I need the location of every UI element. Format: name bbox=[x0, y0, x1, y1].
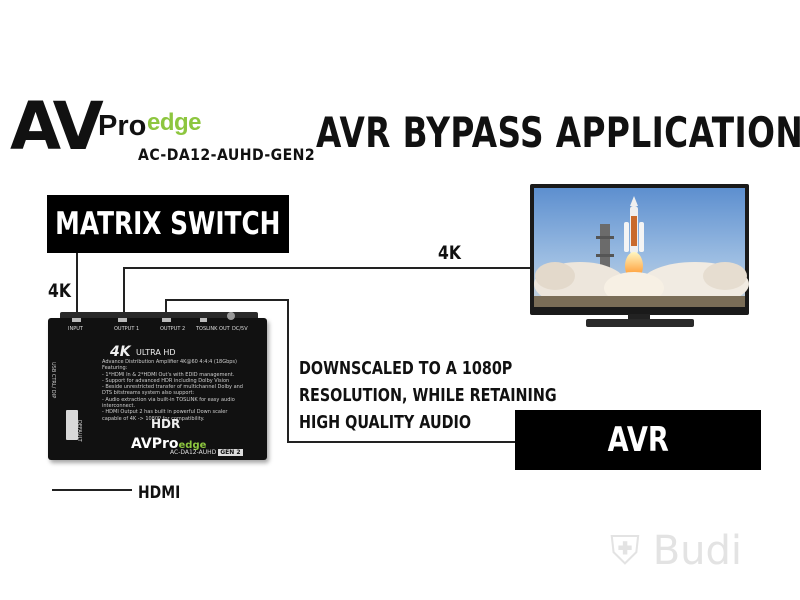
port-label-output2: OUTPUT 2 bbox=[160, 326, 186, 332]
dip-default-label: DEFAULT bbox=[76, 420, 82, 442]
watermark: ⛨ Budi bbox=[610, 528, 742, 574]
device-brand: AVProedge bbox=[131, 436, 206, 452]
input-4k-label: 4K bbox=[48, 280, 71, 302]
device-port-panel bbox=[60, 312, 258, 322]
device-model: AC-DA12-AUHD GEN 2 bbox=[170, 449, 243, 456]
feature-line: Advance Distribution Amplifier 4K@60 4:4… bbox=[102, 359, 237, 365]
feature-line: - HDMI Output 2 has built in powerful Do… bbox=[102, 409, 228, 416]
device-gen-badge: GEN 2 bbox=[218, 449, 243, 456]
description-line: RESOLUTION, WHILE RETAINING bbox=[299, 386, 557, 406]
tv-stand-base bbox=[586, 319, 694, 327]
port-label-toslink: TOSLINK OUT bbox=[196, 326, 230, 332]
device-hdr-badge: HDR bbox=[151, 417, 181, 431]
legend-hdmi-label: HDMI bbox=[138, 483, 181, 503]
device-brand-name: AVPro bbox=[131, 436, 179, 452]
device-4k-badge: 4K bbox=[110, 344, 131, 360]
port-label-output1: OUTPUT 1 bbox=[114, 326, 140, 332]
feature-line: capable of 4K -> 1080P for compatibility… bbox=[102, 415, 205, 422]
device-model-name: AC-DA12-AUHD bbox=[170, 449, 217, 456]
product-model: AC-DA12-AUHD-GEN2 bbox=[138, 145, 316, 164]
port-label-input: INPUT bbox=[68, 326, 83, 332]
feature-line: - Support for advanced HDR including Dol… bbox=[102, 377, 230, 384]
device-usb-label: USB CTRL/ DIP bbox=[50, 362, 56, 399]
tv-screen-image bbox=[534, 188, 749, 307]
brand-logo-av: AV bbox=[10, 88, 104, 165]
brand-logo-edge: edge bbox=[147, 109, 202, 136]
feature-line: - Beside unrestricted transfer of multic… bbox=[102, 384, 243, 391]
device-port-icons bbox=[72, 312, 235, 322]
tv-stand-neck bbox=[628, 314, 650, 320]
tv-display bbox=[530, 184, 749, 315]
matrix-switch-box: MATRIX SWITCH bbox=[47, 195, 289, 253]
device-ultra-hd-badge: ULTRA HD bbox=[136, 348, 176, 357]
feature-line: interconnect. bbox=[102, 403, 136, 410]
line-output1-to-tv bbox=[123, 267, 530, 323]
shield-icon: ⛨ bbox=[610, 528, 640, 574]
feature-line: - 1*HDMI In & 2*HDMI Out's with EDID man… bbox=[102, 371, 235, 378]
avr-label: AVR bbox=[607, 420, 669, 460]
description-line: HIGH QUALITY AUDIO bbox=[299, 413, 472, 433]
output-4k-label: 4K bbox=[438, 242, 461, 264]
dip-switch bbox=[66, 410, 78, 440]
port-label-dc5v: DC/5V bbox=[232, 326, 248, 332]
device-feature-list: Advance Distribution Amplifier 4K@60 4:4… bbox=[102, 359, 262, 422]
downscale-description: DOWNSCALED TO A 1080P RESOLUTION, WHILE … bbox=[299, 356, 557, 437]
watermark-text: Budi bbox=[652, 528, 743, 574]
page-title: AVR BYPASS APPLICATION bbox=[316, 108, 800, 157]
feature-line: - Audio extraction via built-in TOSLINK … bbox=[102, 396, 235, 403]
distribution-amplifier-device bbox=[48, 318, 267, 460]
brand-logo-pro: Pro bbox=[98, 110, 147, 142]
avr-box: AVR bbox=[515, 410, 761, 470]
feature-line: DTS bitstreams system also support: bbox=[102, 390, 195, 397]
description-line: DOWNSCALED TO A 1080P bbox=[299, 359, 513, 379]
feature-line: Featuring: bbox=[102, 365, 128, 372]
line-output2-to-avr bbox=[165, 299, 515, 443]
matrix-switch-label: MATRIX SWITCH bbox=[55, 206, 281, 242]
device-brand-edge: edge bbox=[178, 440, 207, 451]
